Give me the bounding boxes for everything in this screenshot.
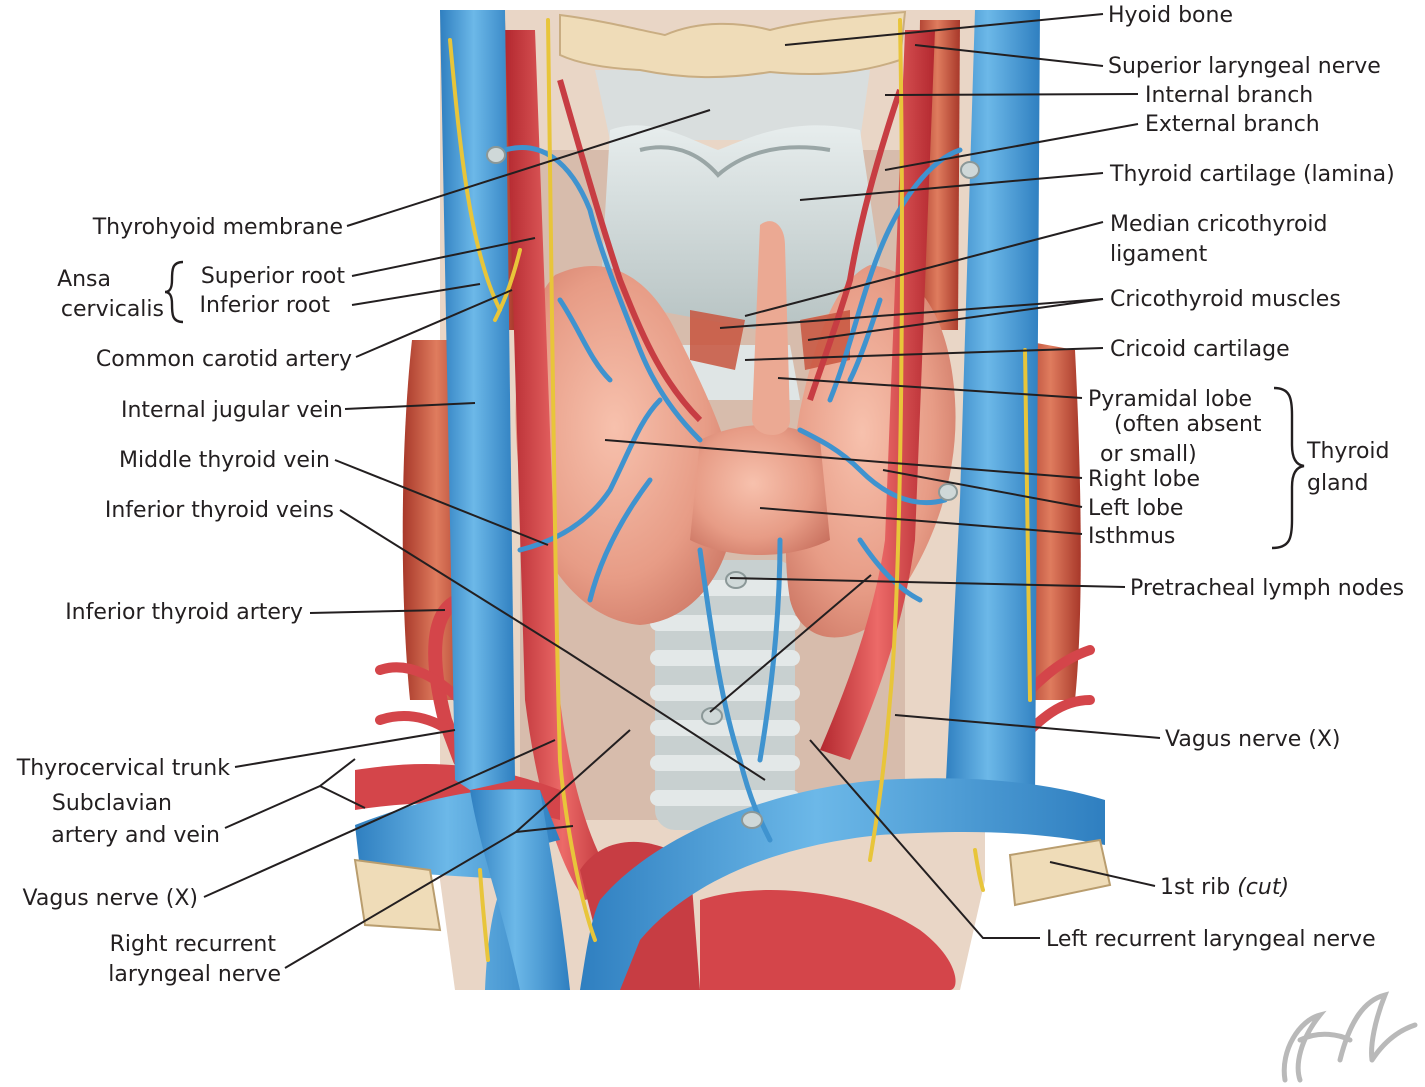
label-pretracheal-lymph-nodes: Pretracheal lymph nodes [1130, 576, 1404, 601]
label-first-rib: 1st rib (cut) [1160, 875, 1289, 900]
inferior-thyroid-artery-right [428, 593, 467, 767]
brachiocephalic-vein-left [580, 778, 1105, 990]
right-labels: Hyoid bone Superior laryngeal nerve Inte… [1046, 3, 1404, 952]
label-right-recurrent-line1: Right recurrent [110, 932, 277, 957]
first-rib-left [1008, 838, 1112, 907]
aortic-arch [700, 890, 956, 990]
label-inferior-root: Inferior root [200, 293, 331, 318]
label-thyrocervical-trunk: Thyrocervical trunk [16, 756, 230, 781]
pyramidal-lobe [752, 221, 790, 435]
label-external-branch: External branch [1145, 112, 1320, 137]
label-superior-root: Superior root [201, 264, 346, 289]
artist-signature [1281, 991, 1418, 1083]
label-hyoid-bone: Hyoid bone [1108, 3, 1233, 28]
label-ansa-line2: cervicalis [61, 297, 164, 322]
label-internal-jugular-vein: Internal jugular vein [121, 398, 343, 423]
thyroid-isthmus [690, 425, 830, 555]
superior-thyroid-artery-left [807, 89, 903, 401]
label-pyramidal-lobe: Pyramidal lobe [1088, 387, 1252, 412]
label-inferior-thyroid-artery: Inferior thyroid artery [65, 600, 303, 625]
label-inferior-thyroid-veins: Inferior thyroid veins [105, 498, 334, 523]
label-vagus-nerve-left: Vagus nerve (X) [23, 886, 199, 911]
leader-lines [164, 13, 1305, 969]
label-thyroid-gland-line1: Thyroid [1306, 439, 1390, 464]
internal-jugular-vein-left [945, 10, 1040, 800]
label-isthmus: Isthmus [1088, 524, 1175, 549]
label-vagus-nerve-right: Vagus nerve (X) [1165, 727, 1341, 752]
common-carotid-left [820, 30, 935, 760]
label-median-cricothyroid-line2: ligament [1110, 242, 1208, 267]
thyroid-right-lobe [515, 266, 736, 625]
first-rib-right [353, 858, 442, 932]
thyrohyoid-membrane [595, 70, 870, 140]
thyroid-cartilage [600, 125, 885, 330]
left-labels: Thyrohyoid membrane Ansa cervicalis Supe… [16, 215, 352, 987]
thyrocervical-trunk-branches [375, 645, 1095, 745]
thyroid-cartilage-notch [639, 145, 831, 178]
label-subclavian-line1: Subclavian [52, 791, 172, 816]
label-middle-thyroid-vein: Middle thyroid vein [119, 448, 330, 473]
label-median-cricothyroid-line1: Median cricothyroid [1110, 212, 1328, 237]
label-pyramidal-note1: (often absent [1114, 412, 1262, 437]
label-left-recurrent-laryngeal-nerve: Left recurrent laryngeal nerve [1046, 927, 1376, 952]
label-cricoid-cartilage: Cricoid cartilage [1110, 337, 1290, 362]
label-right-lobe: Right lobe [1088, 467, 1200, 492]
internal-jugular-vein-right [440, 10, 515, 790]
label-right-recurrent-line2: laryngeal nerve [108, 962, 281, 987]
label-common-carotid-artery: Common carotid artery [96, 347, 352, 372]
label-thyrohyoid-membrane: Thyrohyoid membrane [92, 215, 343, 240]
label-subclavian-line2: artery and vein [51, 823, 220, 848]
pretracheal-lymph-node-shapes [486, 146, 980, 829]
label-internal-branch: Internal branch [1145, 83, 1313, 108]
ansa-cervicalis-brace [164, 260, 184, 324]
label-pyramidal-note2: or small) [1100, 442, 1197, 467]
label-cricothyroid-muscles: Cricothyroid muscles [1110, 287, 1341, 312]
thyroid-gland-brace [1271, 386, 1305, 550]
superior-thyroid-artery-right [557, 79, 703, 423]
right-brachiocephalic-trunk [470, 790, 570, 990]
label-ansa-line1: Ansa [57, 267, 111, 292]
label-thyroid-gland-line2: gland [1307, 471, 1368, 496]
label-left-lobe: Left lobe [1088, 496, 1183, 521]
nerves [448, 18, 1032, 962]
label-thyroid-cartilage: Thyroid cartilage (lamina) [1109, 162, 1395, 187]
anatomy-illustration [353, 10, 1112, 990]
common-carotid-right [505, 30, 620, 900]
cricothyroid-muscle-right [690, 310, 745, 370]
label-superior-laryngeal-nerve: Superior laryngeal nerve [1108, 54, 1381, 79]
